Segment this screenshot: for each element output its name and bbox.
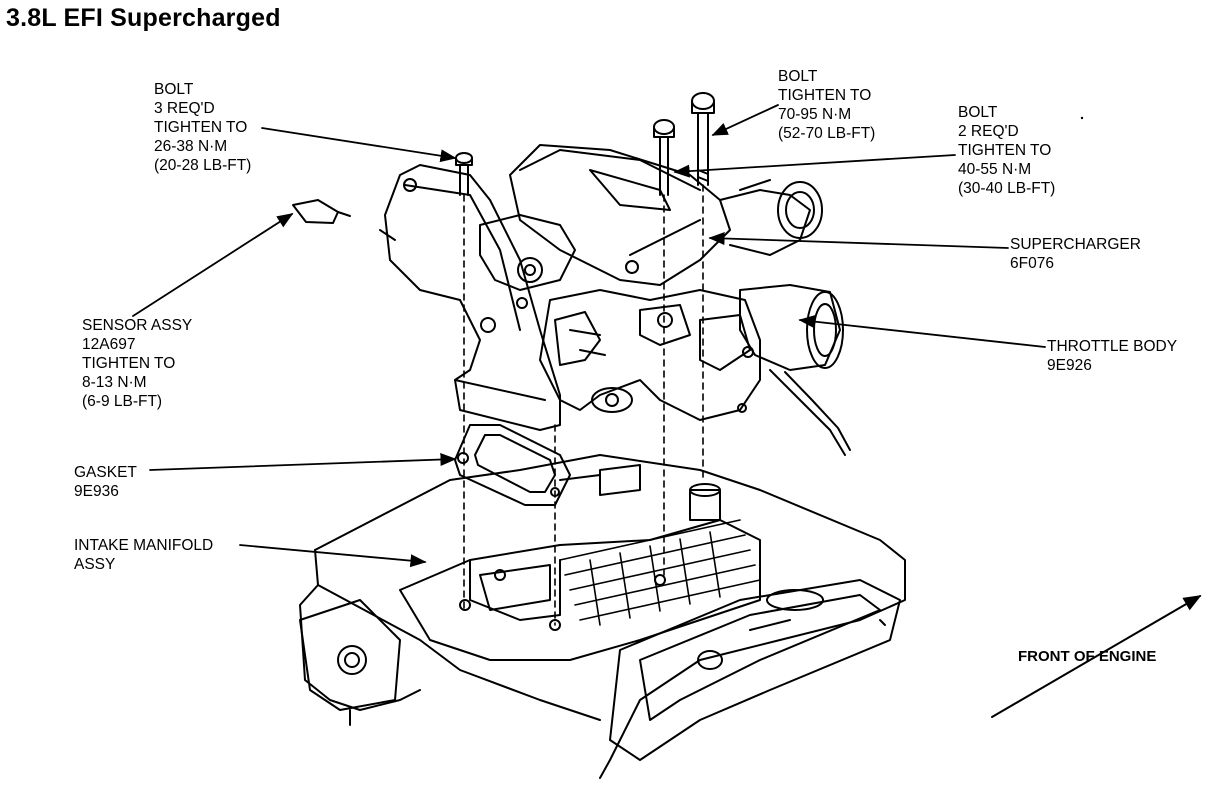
front-of-engine-arrow: [991, 595, 1202, 718]
callout-sensor: SENSOR ASSY 12A697 TIGHTEN TO 8-13 N·m (…: [82, 316, 192, 411]
callout-throttle-body: THROTTLE BODY 9E926: [1047, 337, 1177, 375]
leader-lines: [132, 104, 1046, 568]
callout-line: 8-13 N·m: [82, 374, 147, 391]
callout-line: (52-70 LB-FT): [778, 125, 876, 142]
callout-line: ASSY: [74, 556, 116, 573]
engine-block-drawing: [299, 454, 906, 779]
callout-line: (20-28 LB-FT): [154, 157, 252, 174]
callout-line: 70-95 N·m: [778, 106, 852, 123]
callout-bolt-top: BOLT TIGHTEN TO 70-95 N·m (52-70 LB-FT): [778, 67, 875, 143]
callout-line: GASKET: [74, 464, 137, 481]
callout-supercharger: SUPERCHARGER 6F076: [1010, 235, 1141, 273]
callout-gasket: GASKET 9E936: [74, 463, 137, 501]
gasket-drawing: [454, 424, 571, 506]
callout-line: BOLT: [958, 104, 998, 121]
callout-line: (6-9 LB-FT): [82, 393, 163, 410]
page-title: 3.8L EFI Supercharged: [6, 4, 281, 32]
callout-line: SENSOR ASSY: [82, 317, 193, 334]
callout-line: SUPERCHARGER: [1010, 236, 1141, 253]
callout-bolt-left: BOLT 3 REQ'D TIGHTEN TO 26-38 N·m (20-28…: [154, 80, 251, 175]
callout-line: INTAKE MANIFOLD: [74, 537, 214, 554]
callout-line: BOLT: [154, 81, 194, 98]
callout-line: (30-40 LB-FT): [958, 180, 1056, 197]
callout-line: 12A697: [82, 336, 136, 353]
callout-line: TIGHTEN TO: [154, 119, 248, 136]
callout-line: 9E936: [74, 483, 119, 500]
callout-line: TIGHTEN TO: [82, 355, 176, 372]
callout-line: TIGHTEN TO: [958, 142, 1052, 159]
callout-line: 6F076: [1010, 255, 1054, 272]
callout-line: THROTTLE BODY: [1047, 338, 1178, 355]
callout-line: 2 REQ'D: [958, 123, 1019, 140]
callout-line: 3 REQ'D: [154, 100, 215, 117]
callout-bolt-right: BOLT 2 REQ'D TIGHTEN TO 40-55 N·m (30-40…: [958, 103, 1055, 198]
callout-line: BOLT: [778, 68, 818, 85]
front-of-engine-label: FRONT OF ENGINE: [1018, 648, 1157, 665]
callout-line: 9E926: [1047, 357, 1092, 374]
supercharger-assembly-drawing: [292, 144, 851, 456]
bolts-drawing: [455, 92, 715, 196]
callout-line: TIGHTEN TO: [778, 87, 872, 104]
callout-line: 40-55 N·m: [958, 161, 1032, 178]
alignment-dashes: [463, 184, 704, 626]
callout-intake-manifold: INTAKE MANIFOLD ASSY: [74, 536, 213, 574]
callout-line: 26-38 N·m: [154, 138, 228, 155]
